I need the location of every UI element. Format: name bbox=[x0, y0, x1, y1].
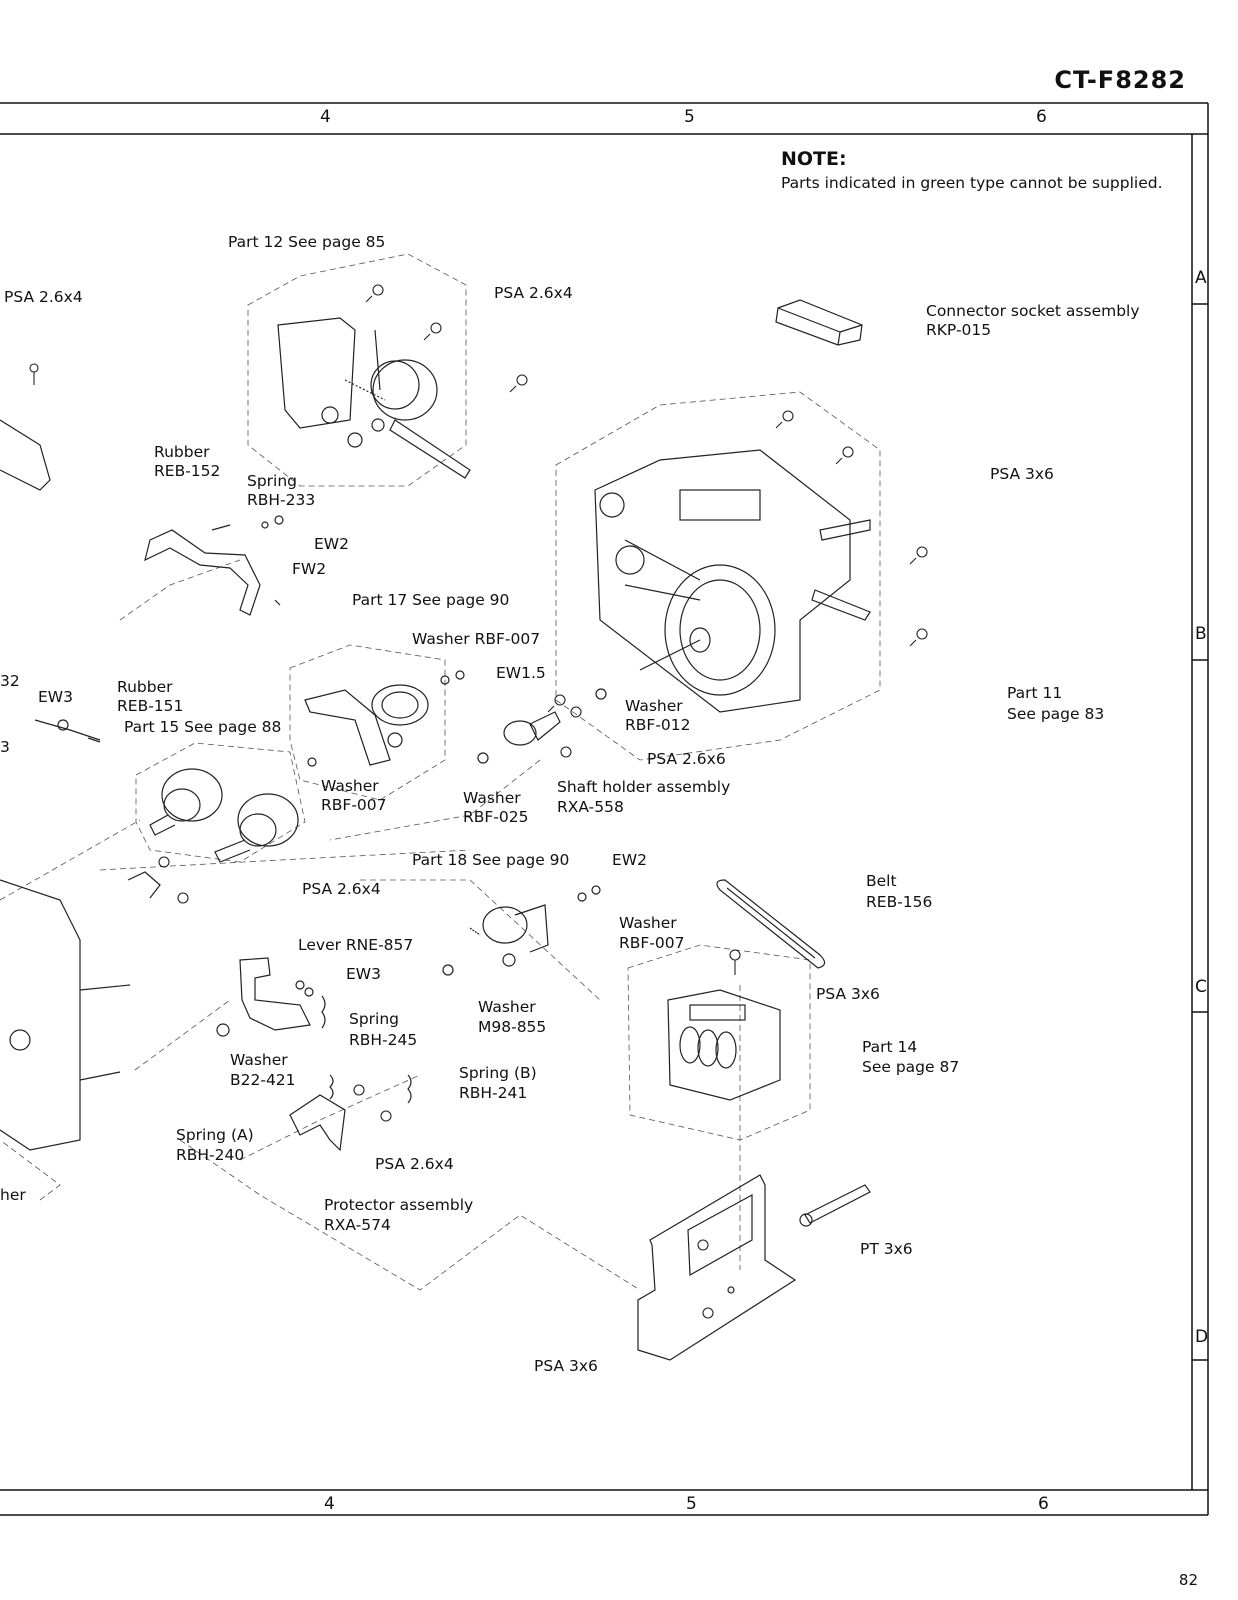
part-17-assembly bbox=[304, 670, 465, 767]
label-ew3-left: EW3 bbox=[38, 688, 73, 706]
label-washer-rbf-007-low-name: Washer bbox=[619, 914, 677, 932]
note-title: NOTE: bbox=[781, 148, 847, 170]
label-part-14-page: See page 87 bbox=[862, 1058, 960, 1076]
left-mechanism bbox=[0, 419, 161, 1151]
label-psa-mid-left: PSA 2.6x4 bbox=[302, 880, 381, 898]
page-number: 82 bbox=[1178, 1571, 1198, 1589]
bottom-bracket bbox=[637, 1174, 871, 1361]
part-12-mechanism bbox=[277, 317, 471, 479]
label-shaft-holder-code: RXA-558 bbox=[557, 798, 624, 816]
label-spring-a-name: Spring (A) bbox=[176, 1126, 254, 1144]
part-11-mechanism bbox=[594, 449, 871, 713]
label-washer-rbf-007-low-code: RBF-007 bbox=[619, 934, 685, 952]
label-lever: Lever RNE-857 bbox=[298, 936, 414, 954]
leader-lines bbox=[0, 253, 881, 1291]
label-washer-rbf-025-code: RBF-025 bbox=[463, 808, 529, 826]
column-4-top: 4 bbox=[320, 107, 331, 127]
label-part-11-name: Part 11 bbox=[1007, 684, 1063, 702]
column-5-top: 5 bbox=[684, 107, 695, 127]
label-fw2: FW2 bbox=[292, 560, 327, 578]
label-part-11-page: See page 83 bbox=[1007, 705, 1105, 723]
label-ew2-top: EW2 bbox=[314, 535, 349, 553]
label-spring-233-name: Spring bbox=[247, 472, 298, 490]
part-14-assembly bbox=[667, 989, 781, 1101]
column-6-bottom: 6 bbox=[1038, 1494, 1049, 1514]
label-washer-rbf-012-name: Washer bbox=[625, 697, 683, 715]
label-psa-2-6x6: PSA 2.6x6 bbox=[647, 750, 726, 768]
label-psa-3x6-mid: PSA 3x6 bbox=[816, 985, 880, 1003]
label-belt-name: Belt bbox=[866, 872, 897, 890]
note-text: Parts indicated in green type cannot be … bbox=[781, 174, 1163, 192]
connector-socket bbox=[775, 299, 863, 346]
label-rubber-152-name: Rubber bbox=[154, 443, 210, 461]
belt bbox=[716, 879, 826, 969]
label-connector-name: Connector socket assembly bbox=[926, 302, 1140, 320]
column-5-bottom: 5 bbox=[686, 1494, 697, 1514]
label-washer-rbf-007-top: Washer RBF-007 bbox=[412, 630, 541, 648]
label-psa-left-top: PSA 2.6x4 bbox=[4, 288, 83, 306]
label-washer-m98-code: M98-855 bbox=[478, 1018, 547, 1036]
label-part-18: Part 18 See page 90 bbox=[412, 851, 570, 869]
row-c: C bbox=[1195, 977, 1207, 997]
part-15-assembly bbox=[149, 768, 299, 863]
label-washer-rbf-007-mid-code: RBF-007 bbox=[321, 796, 387, 814]
label-protector-code: RXA-574 bbox=[324, 1216, 391, 1234]
label-spring-a-code: RBH-240 bbox=[176, 1146, 245, 1164]
label-washer-rbf-012-code: RBF-012 bbox=[625, 716, 691, 734]
label-ew2-mid: EW2 bbox=[612, 851, 647, 869]
label-spring-233-code: RBH-233 bbox=[247, 491, 316, 509]
label-washer-b22-code: B22-421 bbox=[230, 1071, 296, 1089]
label-spring-245-name: Spring bbox=[349, 1010, 400, 1028]
label-part-17: Part 17 See page 90 bbox=[352, 591, 510, 609]
label-psa-low: PSA 2.6x4 bbox=[375, 1155, 454, 1173]
screws bbox=[29, 284, 928, 1319]
label-rubber-152-code: REB-152 bbox=[154, 462, 221, 480]
label-psa-3x6-bottom: PSA 3x6 bbox=[534, 1357, 598, 1375]
label-washer-rbf-007-mid-name: Washer bbox=[321, 777, 379, 795]
label-washer-b22-name: Washer bbox=[230, 1051, 288, 1069]
label-spring-b-code: RBH-241 bbox=[459, 1084, 528, 1102]
label-washer-m98-name: Washer bbox=[478, 998, 536, 1016]
label-left-32: 32 bbox=[0, 672, 20, 690]
shaft-holder bbox=[477, 688, 607, 764]
part-sketches bbox=[0, 284, 928, 1361]
label-left-her: her bbox=[0, 1186, 26, 1204]
part-18-assembly bbox=[442, 885, 601, 976]
label-belt-code: REB-156 bbox=[866, 893, 933, 911]
label-ew1-5: EW1.5 bbox=[496, 664, 546, 682]
label-psa-top-mid: PSA 2.6x4 bbox=[494, 284, 573, 302]
label-left-3: 3 bbox=[0, 738, 10, 756]
bracket-part bbox=[144, 515, 284, 616]
label-washer-rbf-025-name: Washer bbox=[463, 789, 521, 807]
label-connector-code: RKP-015 bbox=[926, 321, 992, 339]
label-rubber-151-code: REB-151 bbox=[117, 697, 184, 715]
row-a: A bbox=[1195, 268, 1207, 288]
label-part-15: Part 15 See page 88 bbox=[124, 718, 282, 736]
label-rubber-151-name: Rubber bbox=[117, 678, 173, 696]
label-psa-3x6-right: PSA 3x6 bbox=[990, 465, 1054, 483]
label-ew3-mid: EW3 bbox=[346, 965, 381, 983]
column-4-bottom: 4 bbox=[324, 1494, 335, 1514]
label-part-14-name: Part 14 bbox=[862, 1038, 918, 1056]
label-part-12: Part 12 See page 85 bbox=[228, 233, 386, 251]
label-protector-name: Protector assembly bbox=[324, 1196, 474, 1214]
row-d: D bbox=[1195, 1327, 1209, 1347]
protector-assembly bbox=[289, 1074, 412, 1152]
lever bbox=[216, 957, 326, 1037]
label-spring-b-name: Spring (B) bbox=[459, 1064, 537, 1082]
label-shaft-holder-name: Shaft holder assembly bbox=[557, 778, 731, 796]
model-number: CT-F8282 bbox=[1054, 66, 1186, 94]
label-pt-3x6: PT 3x6 bbox=[860, 1240, 913, 1258]
row-b: B bbox=[1195, 624, 1207, 644]
column-6-top: 6 bbox=[1036, 107, 1047, 127]
frame bbox=[0, 102, 1209, 1516]
label-spring-245-code: RBH-245 bbox=[349, 1031, 418, 1049]
